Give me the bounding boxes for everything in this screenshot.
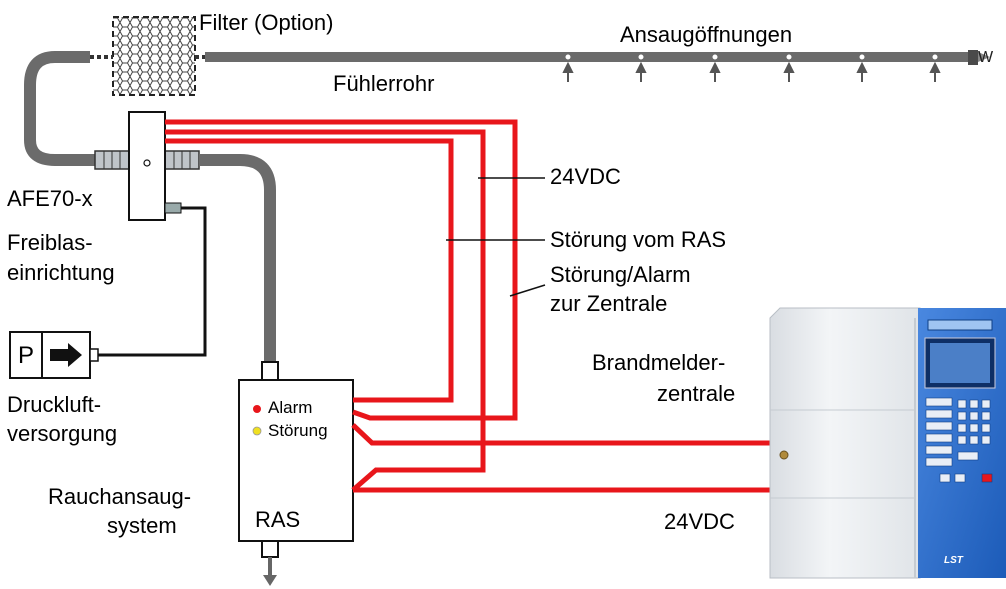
pipe-loop (24, 51, 95, 166)
fault-alarm-label-1: Störung/Alarm (550, 262, 691, 287)
lst-logo: LST (944, 555, 963, 566)
fire-panel-label-2: zentrale (657, 381, 736, 406)
fault-from-ras-label: Störung vom RAS (550, 227, 727, 252)
afe-unit (128, 111, 182, 221)
compressed-air-label-1: Druckluft- (7, 392, 102, 417)
lock-icon (779, 450, 789, 460)
end-cap-label: W (978, 49, 994, 66)
blow-out-label-2: einrichtung (7, 260, 115, 285)
fault-led (252, 426, 262, 436)
24vdc-top-label: 24VDC (550, 164, 621, 189)
ras-label: RAS (255, 507, 301, 532)
filter-label: Filter (Option) (199, 10, 334, 35)
afe-label: AFE70-x (7, 186, 93, 211)
arrow-right-icon (50, 343, 82, 367)
24vdc-bottom-label: 24VDC (664, 509, 735, 534)
suction-openings (564, 53, 939, 61)
pipe-to-ras (199, 154, 276, 362)
alarm-led-label: Alarm (268, 398, 313, 417)
fire-panel-label-1: Brandmelder- (592, 350, 726, 375)
pressure-p-label: P (18, 342, 35, 369)
aspirating-system-label-1: Rauchansaug- (48, 484, 192, 509)
signal-wires (165, 119, 770, 493)
filter-icon (112, 16, 196, 96)
compressed-air-supply (9, 331, 99, 379)
exhaust-arrow-icon (263, 557, 277, 586)
leader-lines (446, 177, 546, 297)
sampling-pipe-label: Fühlerrohr (333, 71, 435, 96)
suction-openings-label: Ansaugöffnungen (620, 22, 793, 47)
sampling-pipe (205, 50, 990, 65)
aspirating-system-label-2: system (107, 513, 177, 538)
compressed-air-line (98, 206, 207, 357)
ras-unit (238, 379, 354, 542)
fault-alarm-label-2: zur Zentrale (550, 291, 668, 316)
blow-out-label-1: Freiblas- (7, 230, 93, 255)
alarm-led (253, 405, 261, 413)
fault-led-label: Störung (268, 421, 328, 440)
compressed-air-label-2: versorgung (7, 421, 118, 446)
suction-arrows (562, 61, 941, 82)
fire-alarm-panel (769, 307, 1006, 579)
